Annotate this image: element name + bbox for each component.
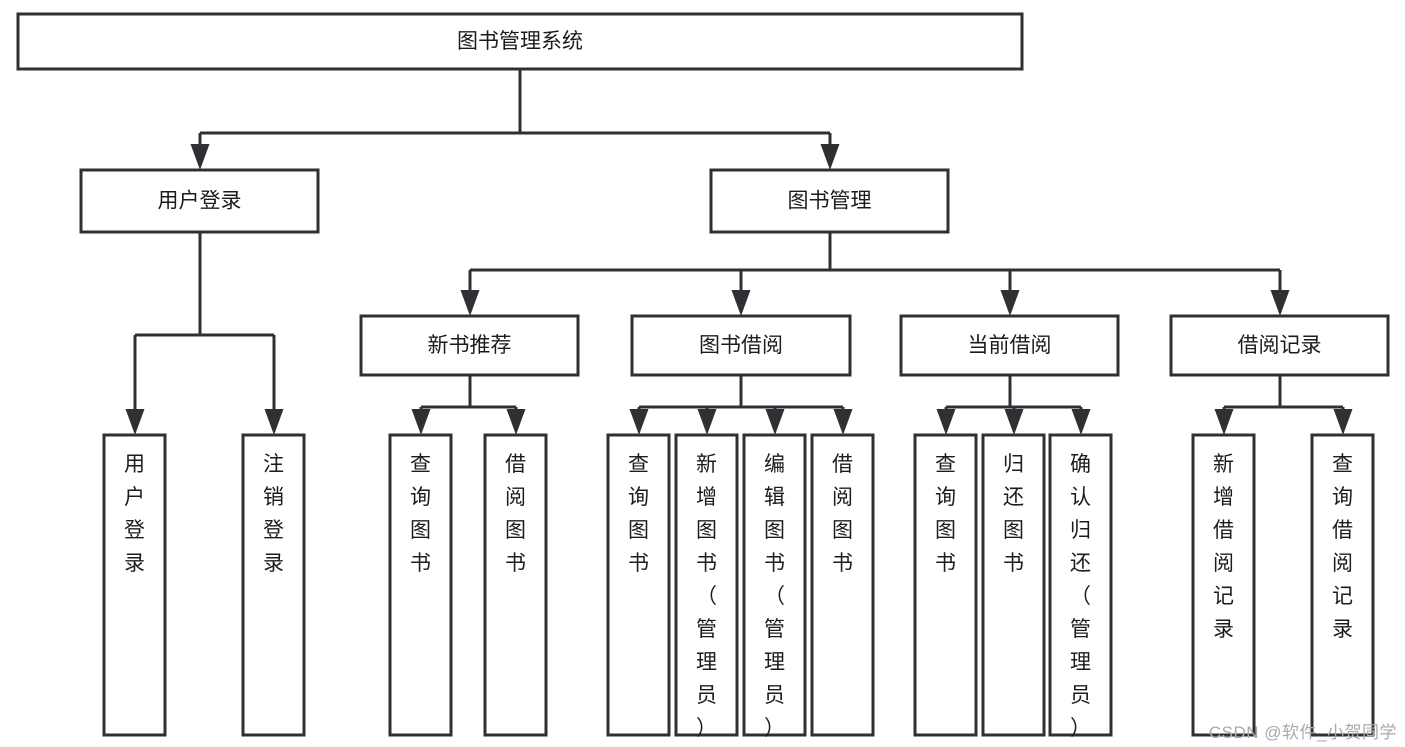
node-book-manage[interactable]: 图书管理	[709, 168, 950, 234]
arrow-head-icon	[1000, 290, 1020, 316]
node-box	[1169, 314, 1390, 377]
node-box	[1310, 433, 1375, 737]
node-box	[742, 433, 807, 737]
connector-group	[460, 232, 1290, 316]
node-box	[1048, 433, 1113, 737]
arrow-head-icon	[264, 409, 284, 435]
node-label: 查询图书	[935, 453, 956, 575]
arrow-head-icon	[190, 144, 210, 170]
node-label: 借阅图书	[832, 453, 853, 575]
arrow-head-icon	[411, 409, 431, 435]
node-layer: 图书管理系统用户登录图书管理新书推荐图书借阅当前借阅借阅记录用户登录注销登录查询…	[16, 12, 1390, 740]
node-box	[1191, 433, 1256, 737]
node-label: 查询借阅记录	[1332, 453, 1353, 641]
node-box	[606, 433, 671, 737]
node-leaf-borrow-book-1[interactable]: 借阅图书	[483, 433, 548, 737]
node-leaf-query-book-3[interactable]: 查询图书	[913, 433, 978, 737]
arrow-head-icon	[506, 409, 526, 435]
node-box	[810, 433, 875, 737]
node-user-login[interactable]: 用户登录	[79, 168, 320, 234]
arrow-head-icon	[1270, 290, 1290, 316]
node-leaf-add-book[interactable]: 新增图书（管理员）	[674, 433, 739, 740]
arrow-head-icon	[833, 409, 853, 435]
node-box	[388, 433, 453, 737]
node-box	[981, 433, 1046, 737]
arrow-head-icon	[1004, 409, 1024, 435]
node-leaf-edit-book[interactable]: 编辑图书（管理员）	[742, 433, 807, 740]
node-label: 新书推荐	[428, 334, 512, 357]
node-leaf-user-login[interactable]: 用户登录	[102, 433, 167, 737]
node-leaf-query-book-2[interactable]: 查询图书	[606, 433, 671, 737]
node-box	[483, 433, 548, 737]
node-box	[899, 314, 1120, 377]
node-label: 新增借阅记录	[1213, 453, 1234, 641]
node-label: 查询图书	[410, 453, 431, 575]
node-label: 新增图书（管理员）	[696, 453, 717, 740]
arrow-head-icon	[936, 409, 956, 435]
arrow-head-icon	[629, 409, 649, 435]
node-new-book-recommend[interactable]: 新书推荐	[359, 314, 580, 377]
node-label: 借阅记录	[1238, 334, 1322, 357]
node-label: 编辑图书（管理员）	[764, 453, 785, 740]
connector-group	[190, 69, 840, 170]
node-label: 图书借阅	[699, 334, 783, 357]
node-label: 注销登录	[263, 453, 284, 575]
node-leaf-logout[interactable]: 注销登录	[241, 433, 306, 737]
watermark-label: CSDN @软件_小贺同学	[1208, 723, 1397, 742]
connector-group	[936, 375, 1091, 435]
arrow-head-icon	[697, 409, 717, 435]
node-label: 图书管理系统	[457, 30, 583, 53]
node-label: 用户登录	[158, 190, 242, 213]
connector-group	[125, 232, 284, 435]
node-current-borrow[interactable]: 当前借阅	[899, 314, 1120, 377]
node-label: 查询图书	[628, 453, 649, 575]
node-box	[102, 433, 167, 737]
node-root[interactable]: 图书管理系统	[16, 12, 1024, 71]
connector-layer	[125, 69, 1353, 435]
node-label: 图书管理	[788, 190, 872, 213]
arrow-head-icon	[125, 409, 145, 435]
node-leaf-borrow-book-2[interactable]: 借阅图书	[810, 433, 875, 737]
connector-group	[629, 375, 853, 435]
node-label: 用户登录	[124, 453, 145, 575]
node-box	[79, 168, 320, 234]
node-box	[359, 314, 580, 377]
arrow-head-icon	[765, 409, 785, 435]
node-box	[16, 12, 1024, 71]
node-box	[709, 168, 950, 234]
node-leaf-add-record[interactable]: 新增借阅记录	[1191, 433, 1256, 737]
arrow-head-icon	[820, 144, 840, 170]
node-leaf-query-book-1[interactable]: 查询图书	[388, 433, 453, 737]
node-label: 借阅图书	[505, 453, 526, 575]
node-label: 归还图书	[1003, 453, 1024, 575]
node-book-borrow[interactable]: 图书借阅	[630, 314, 852, 377]
node-box	[674, 433, 739, 737]
arrow-head-icon	[1071, 409, 1091, 435]
node-label: 确认归还（管理员）	[1070, 453, 1091, 740]
node-borrow-record[interactable]: 借阅记录	[1169, 314, 1390, 377]
node-box	[630, 314, 852, 377]
node-leaf-confirm-return[interactable]: 确认归还（管理员）	[1048, 433, 1113, 740]
node-box	[241, 433, 306, 737]
connector-group	[1214, 375, 1353, 435]
arrow-head-icon	[1214, 409, 1234, 435]
connector-group	[411, 375, 526, 435]
arrow-head-icon	[460, 290, 480, 316]
node-box	[913, 433, 978, 737]
node-label: 当前借阅	[968, 334, 1052, 357]
node-leaf-query-record[interactable]: 查询借阅记录	[1310, 433, 1375, 737]
arrow-head-icon	[731, 290, 751, 316]
node-leaf-return-book[interactable]: 归还图书	[981, 433, 1046, 737]
arrow-head-icon	[1333, 409, 1353, 435]
